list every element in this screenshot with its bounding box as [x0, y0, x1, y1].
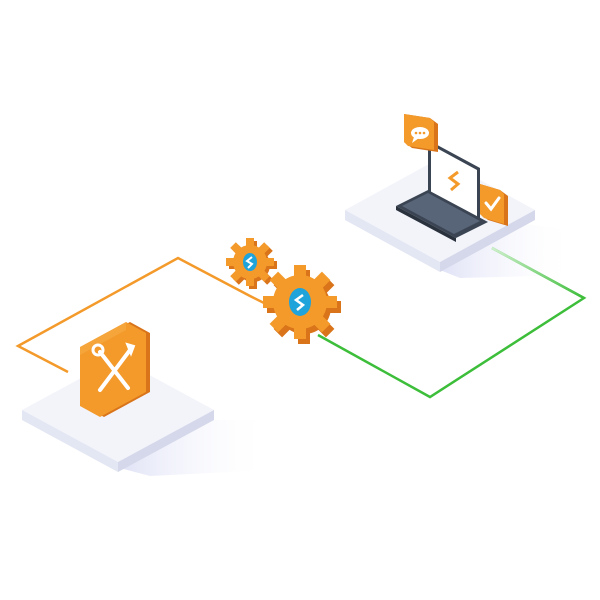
green-connector-fade — [491, 246, 585, 300]
tools-tile — [80, 322, 150, 417]
large-gear — [263, 265, 341, 344]
small-gear — [226, 238, 277, 289]
laptop-icon — [396, 140, 488, 242]
wrench-screwdriver-icon — [91, 342, 136, 392]
chat-bubble-icon — [411, 127, 429, 143]
left-platform — [22, 358, 214, 472]
orange-connector-line — [15, 256, 283, 374]
chat-tile — [404, 114, 438, 152]
s-logo-icon — [447, 170, 461, 192]
platform-shadow-right — [440, 224, 575, 278]
check-tile — [480, 184, 508, 226]
checkmark-icon — [484, 196, 501, 212]
platform-shadow-left — [120, 420, 270, 476]
